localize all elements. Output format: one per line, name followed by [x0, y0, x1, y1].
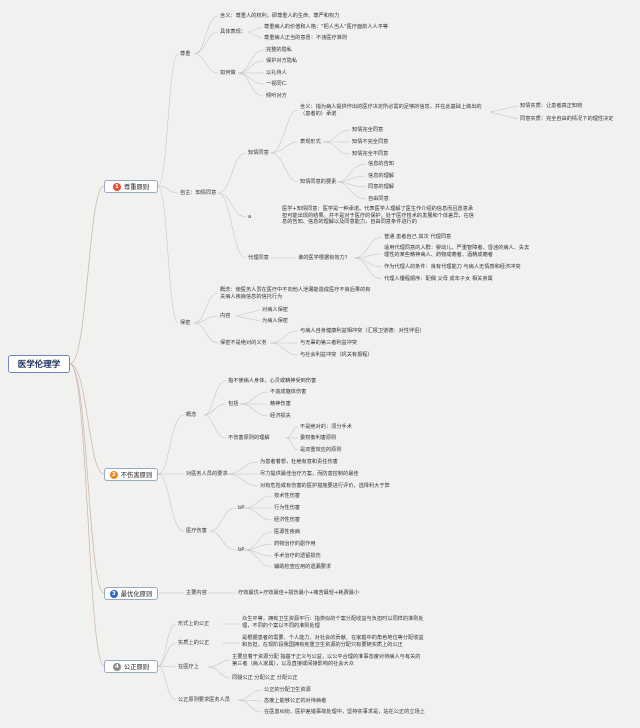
node-includes-2[interactable]: 精神伤害	[270, 401, 291, 407]
node-consent-form-1[interactable]: 知情完全同意	[352, 127, 384, 133]
node-confidentiality-content-2[interactable]: 为病人保密	[262, 318, 288, 324]
node-respect-how-3[interactable]: 以礼待人	[266, 70, 287, 76]
node-respect-how[interactable]: 如何做	[220, 70, 236, 76]
node-in-medicine[interactable]: 在医疗上	[178, 664, 199, 670]
node-a-explanation[interactable]: 医学+知情同意：医学是一种承诺。代表医学人理解了医生作介绍的信息而且愿意承担可能…	[282, 206, 474, 225]
node-confidentiality-exception-1[interactable]: 与病人自身健康利益相冲突（汇报卫道德：对性伴侣）	[300, 328, 425, 334]
branch-optimization[interactable]: 3 最优化原则	[104, 587, 158, 600]
node-informed-consent-definition[interactable]: 含义：指为病人提供作出的医疗决定所必需的足够的信息，并在此基础上做出的（患者的）…	[300, 104, 482, 117]
branch-justice[interactable]: 4 公正原则	[104, 660, 158, 673]
node-includes[interactable]: 包括	[228, 401, 239, 407]
node-understanding-2[interactable]: 委权衡利害原则	[300, 435, 337, 441]
node-confidentiality-content-1[interactable]: 对病人保密	[262, 307, 288, 313]
node-consent-forms[interactable]: 表现形式	[300, 139, 321, 145]
node-includes-1[interactable]: 不造成躯体伤害	[270, 389, 307, 395]
node-concept[interactable]: 概念	[186, 412, 197, 418]
node-formal-justice[interactable]: 形式上的公正	[178, 621, 210, 627]
node-staff-requirements[interactable]: 对医务人员的要求	[186, 471, 228, 477]
branch-number-badge: 3	[109, 589, 118, 598]
node-a-marker[interactable]: a	[248, 214, 252, 220]
node-consent-elements[interactable]: 知情同意的要素	[300, 179, 337, 185]
node-includes-3[interactable]: 经济损失	[270, 413, 291, 419]
node-harm-1-1[interactable]: 技术性伤害	[274, 493, 300, 499]
node-understanding[interactable]: 不伤害原则的理解	[228, 435, 270, 441]
node-confidentiality-exception-2[interactable]: 与无辜的第三者利益冲突	[300, 340, 358, 346]
node-respect[interactable]: 尊重	[180, 51, 191, 57]
node-consent-element-4[interactable]: 自由同意	[368, 196, 389, 202]
branch-label: 公正原则	[123, 664, 150, 671]
node-in-medicine-1[interactable]: 主要应着于资源分配 指基于正义与公益，以公平合理的准事态度对待病人与有关的第三者…	[232, 654, 421, 667]
node-confidentiality[interactable]: 保密	[180, 320, 191, 326]
node-confidentiality-exception-3[interactable]: 与社会利益冲突（机关有报程）	[300, 352, 373, 358]
node-harm-2-1[interactable]: 医源性疾病	[274, 529, 300, 535]
node-harm-1-3[interactable]: 经济性伤害	[274, 517, 300, 523]
node-consent-element-2[interactable]: 信息的理解	[368, 173, 394, 179]
node-medical-harm[interactable]: 医疗伤害	[186, 528, 207, 534]
node-confidentiality-content[interactable]: 内容	[220, 313, 231, 319]
node-consent-form-3[interactable]: 知情完全不同意	[352, 151, 389, 157]
branch-label: 最优化原则	[120, 591, 153, 598]
node-main-content[interactable]: 主要内容	[186, 590, 207, 596]
node-justice-requirement-3[interactable]: 在医患纠纷、医护差错事故处理中，坚持实事求是，站在公正的立场上	[264, 709, 425, 715]
node-in-medicine-2[interactable]: 同疑公正 分配公正 分配公正	[232, 675, 298, 681]
node-confidentiality-definition[interactable]: 概念：使医务人员在医疗中不向他人泄漏能造成医疗不良后果的有关病人疾病信息的信托行…	[220, 287, 371, 300]
node-consent-element-3[interactable]: 同意的理解	[368, 184, 394, 190]
node-harm-2-2[interactable]: 药物治疗的副作用	[274, 541, 316, 547]
node-justice-requirement-2[interactable]: 态度上能够公正的对待病者	[264, 698, 327, 704]
node-respect-manifestation[interactable]: 具体表现：	[220, 29, 246, 35]
node-proxy-question[interactable]: 谁的医学根据有效力？	[298, 255, 350, 261]
node-respect-how-5[interactable]: 倾听对方	[266, 93, 287, 99]
node-harm-2-4[interactable]: 辅助检查应用的遗漏要求	[274, 564, 332, 570]
node-informed-consent[interactable]: 知情同意	[248, 150, 269, 156]
node-respect-how-2[interactable]: 保护对方隐私	[266, 58, 298, 64]
branch-non-maleficence[interactable]: 2 不伤害原则	[104, 468, 158, 481]
node-respect-how-1[interactable]: 完整的隐私	[266, 47, 292, 53]
branch-number-badge: 2	[109, 470, 118, 479]
branch-number-badge: 4	[112, 662, 121, 671]
node-main-content-1[interactable]: 疗效最优+疗效最佳+损伤最小+痛苦最轻+耗费最小	[238, 590, 360, 596]
node-substantive-justice-1[interactable]: 是根据患者的需要、个人能力、对社会的贡献、在家庭中的角色地位等分配收益和负担，在…	[242, 635, 424, 648]
branch-respect[interactable]: 1 尊重原则	[104, 180, 158, 193]
node-consent-element-1[interactable]: 信息的告知	[368, 161, 394, 167]
node-understanding-1[interactable]: 不是绝对的：须分手术	[300, 424, 352, 430]
node-concept-1[interactable]: 指不使病人身体、心灵或精神受到伤害	[228, 378, 317, 384]
node-proxy-2[interactable]: 适用代理同意的人群：婴幼儿、严重智障者、昏迷的病人、失去理性的某些精神病人、药物…	[384, 245, 530, 258]
node-harm-group-2[interactable]: bP	[238, 547, 245, 553]
node-autonomy[interactable]: 自主：知情同意	[180, 190, 217, 196]
node-understanding-3[interactable]: 是双重效应的原则	[300, 447, 342, 453]
node-respect-how-4[interactable]: 一视同仁	[266, 81, 287, 87]
node-justice-requirements[interactable]: 公正原则要求医务人员	[178, 697, 230, 703]
node-harm-1-2[interactable]: 行为性伤害	[274, 505, 300, 511]
node-respect-manifestation-1[interactable]: 尊重病人的价值和人格："把人当人"医疗面前人人平等	[264, 24, 389, 30]
node-proxy-consent[interactable]: 代理同意	[248, 255, 269, 261]
node-formal-justice-1[interactable]: 众生平等，拥有卫生资源平行：指类似的个案分配收益与负担时以同样的准则处理，不同的…	[242, 616, 424, 629]
node-staff-requirement-2[interactable]: 尽力提供最佳治疗方案，而防患控制的最佳	[260, 471, 359, 477]
branch-label: 尊重原则	[123, 184, 150, 191]
node-proxy-4[interactable]: 代理人優程順序：配偶 父母 成年子女 相关亲属	[384, 276, 493, 282]
node-confidentiality-not-absolute[interactable]: 保密不是绝对的义务	[220, 340, 267, 346]
node-justice-requirement-1[interactable]: 公正的分配卫生资源	[264, 687, 311, 693]
node-harm-group-1[interactable]: bP	[238, 505, 245, 511]
node-consent-essence[interactable]: 同意实质：完全自由的情况下的理性决定	[520, 116, 614, 122]
node-harm-2-3[interactable]: 手术治疗的遗留损伤	[274, 553, 321, 559]
node-substantive-justice[interactable]: 实质上的公正	[178, 640, 210, 646]
node-respect-definition[interactable]: 含义：尊重人的权利，即尊重人的生命、尊严和权力	[220, 13, 340, 19]
node-proxy-1[interactable]: 普通 患者自己 其次 代理同意	[384, 234, 452, 240]
branch-number-badge: 1	[112, 182, 121, 191]
root-node[interactable]: 医学伦理学	[8, 355, 70, 373]
node-staff-requirement-3[interactable]: 对有危险或有伤害的医护措施要进行评价，选择利大于弊	[260, 483, 390, 489]
node-consent-form-2[interactable]: 知情不完全同意	[352, 139, 389, 145]
branch-label: 不伤害原则	[120, 472, 153, 479]
node-staff-requirement-1[interactable]: 为患者着想，杜绝有意和责任伤害	[260, 459, 338, 465]
node-respect-manifestation-2[interactable]: 尊重病人正当的意愿：不违医疗准则	[264, 35, 348, 41]
node-proxy-3[interactable]: 作为代理人的条件：良有代理能力 与病人无情感和经济冲突	[384, 264, 521, 270]
node-informed-essence[interactable]: 知情实质：让患者真正知晓	[520, 103, 583, 109]
